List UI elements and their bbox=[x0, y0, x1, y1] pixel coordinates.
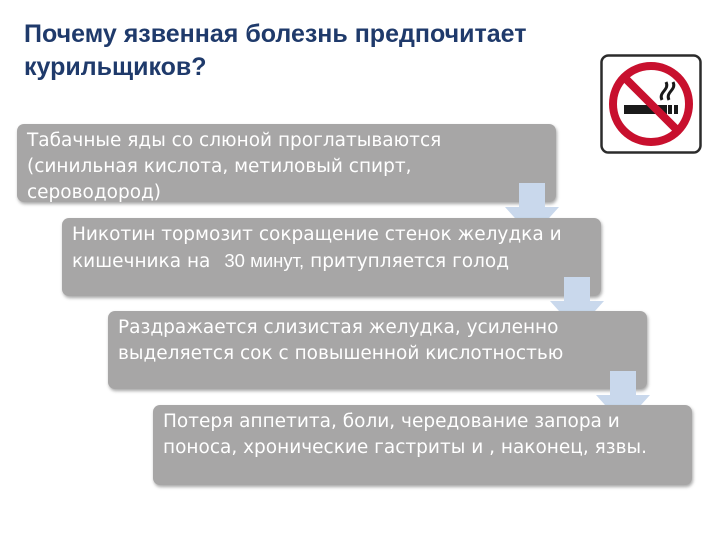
step-4-text: Потеря аппетита, боли, чередование запор… bbox=[163, 411, 647, 458]
step-2-box: Никотин тормозит сокращение стенок желуд… bbox=[62, 218, 601, 296]
no-smoking-icon bbox=[600, 54, 702, 154]
step-3-text: Раздражается слизистая желудка, усиленно… bbox=[118, 317, 564, 364]
step-2-text-end: притупляется голод bbox=[310, 251, 510, 272]
down-arrow-icon bbox=[505, 183, 559, 237]
step-1-text: Табачные яды со слюной проглатываются (с… bbox=[27, 130, 442, 202]
page-title: Почему язвенная болезнь предпочитает кур… bbox=[24, 20, 527, 81]
down-arrow-icon bbox=[550, 277, 604, 331]
step-3-box: Раздражается слизистая желудка, усиленно… bbox=[108, 311, 647, 389]
step-1-box: Табачные яды со слюной проглатываются (с… bbox=[17, 124, 556, 202]
step-4-box: Потеря аппетита, боли, чередование запор… bbox=[153, 405, 692, 485]
step-2-text: Никотин тормозит сокращение стенок желуд… bbox=[72, 224, 562, 272]
down-arrow-icon bbox=[596, 371, 650, 425]
step-2-duration: 30 минут, bbox=[224, 250, 305, 271]
